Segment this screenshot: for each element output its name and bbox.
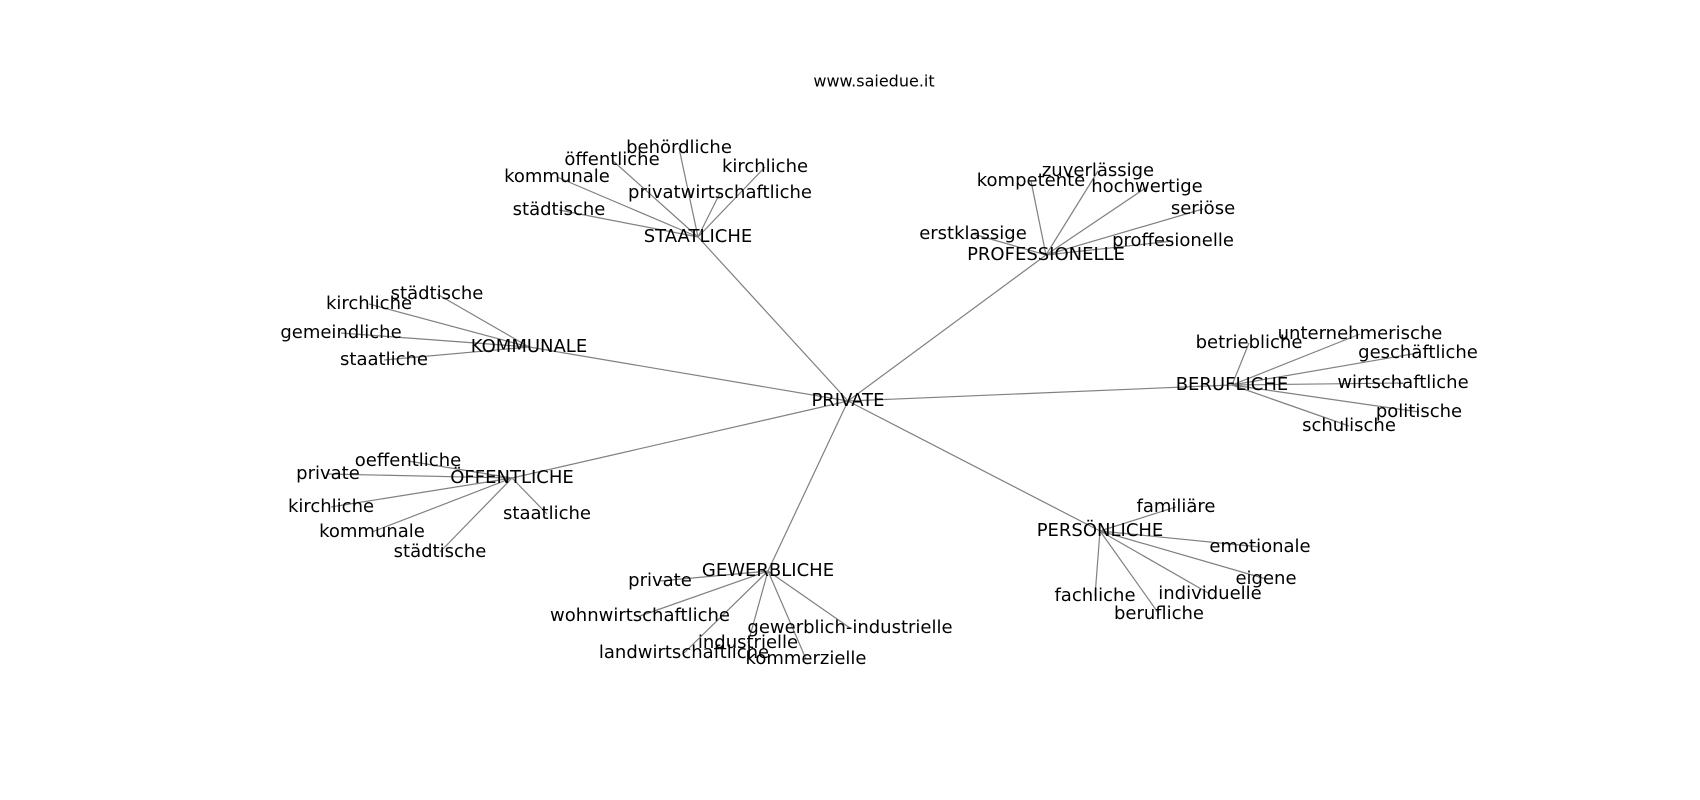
edge-professionelle-leaf-0	[1045, 170, 1099, 256]
edge-staatliche-leaf-1	[611, 159, 699, 238]
edge-oeffentliche-leaf-4	[371, 477, 513, 533]
leaf-node-professionelle-4: erstklassige	[919, 223, 1027, 244]
edge-oeffentliche-leaf-1	[327, 473, 513, 479]
edge-persoenliche-leaf-4	[1099, 530, 1211, 595]
edge-gewerbliche-leaf-3	[747, 570, 769, 644]
leaf-node-oeffentliche-0: oeffentliche	[355, 450, 461, 471]
hub-node-persoenliche: PERSÖNLICHE	[1037, 519, 1164, 541]
edge-root-berufliche	[847, 384, 1233, 402]
leaf-node-oeffentliche-4: kommunale	[319, 521, 425, 542]
leaf-node-professionelle-1: kompetente	[977, 170, 1086, 191]
leaf-node-staatliche-1: öffentliche	[564, 149, 659, 170]
leaf-node-staatliche-4: privatwirtschaftliche	[628, 182, 812, 203]
edge-kommunale-leaf-2	[340, 332, 530, 348]
leaf-node-staatliche-3: kirchliche	[722, 156, 808, 177]
leaf-node-berufliche-3: wirtschaftliche	[1337, 372, 1468, 393]
edge-berufliche-leaf-4	[1231, 384, 1420, 413]
edge-gewerbliche-leaf-0	[659, 570, 769, 582]
hub-node-professionelle: PROFESSIONELLE	[967, 244, 1125, 265]
edges-layer	[327, 147, 1420, 660]
edge-kommunale-leaf-1	[368, 303, 530, 348]
leaf-node-berufliche-2: geschäftliche	[1358, 342, 1478, 363]
leaf-node-professionelle-2: hochwertige	[1091, 176, 1202, 197]
edge-oeffentliche-leaf-3	[511, 477, 548, 515]
edge-staatliche-leaf-5	[558, 209, 699, 238]
edge-berufliche-leaf-1	[1231, 342, 1250, 386]
leaf-node-professionelle-0: zuverlässige	[1042, 160, 1154, 181]
edge-persoenliche-leaf-0	[1099, 506, 1177, 532]
edge-persoenliche-leaf-5	[1099, 530, 1160, 615]
edge-gewerbliche-leaf-4	[683, 570, 769, 654]
edge-staatliche-leaf-0	[678, 147, 699, 238]
edge-gewerbliche-leaf-5	[767, 570, 807, 660]
edge-persoenliche-leaf-1	[1099, 530, 1261, 548]
leaf-node-gewerbliche-0: private	[628, 570, 692, 591]
edge-professionelle-leaf-3	[1045, 208, 1204, 256]
hub-node-gewerbliche: GEWERBLICHE	[702, 560, 834, 581]
edge-gewerbliche-leaf-1	[639, 570, 769, 617]
edge-persoenliche-leaf-3	[1094, 530, 1101, 597]
leaf-node-kommunale-1: kirchliche	[326, 293, 412, 314]
leaf-node-persoenliche-1: emotionale	[1209, 536, 1310, 557]
leaf-node-persoenliche-3: fachliche	[1054, 585, 1135, 606]
leaf-node-berufliche-5: schulische	[1302, 415, 1396, 436]
edge-oeffentliche-leaf-5	[439, 477, 513, 553]
leaf-node-oeffentliche-1: private	[296, 463, 360, 484]
edge-berufliche-leaf-3	[1231, 382, 1404, 386]
edge-professionelle-leaf-4	[972, 233, 1047, 256]
edge-staatliche-leaf-2	[556, 176, 699, 238]
leaf-node-gewerbliche-3: industrielle	[698, 632, 798, 653]
edge-root-gewerbliche	[767, 400, 849, 572]
hub-node-staatliche: STAATLICHE	[644, 226, 753, 247]
hub-node-kommunale: KOMMUNALE	[471, 336, 587, 357]
leaf-node-berufliche-0: unternehmerische	[1278, 323, 1443, 344]
edge-root-staatliche	[697, 236, 849, 402]
edge-kommunale-leaf-0	[436, 293, 530, 348]
hub-node-oeffentliche: ÖFFENTLICHE	[450, 466, 574, 488]
edge-berufliche-leaf-2	[1231, 352, 1419, 386]
edge-root-kommunale	[528, 346, 849, 402]
leaf-node-berufliche-1: betriebliche	[1196, 332, 1303, 353]
edge-staatliche-leaf-3	[697, 166, 766, 238]
leaf-node-persoenliche-2: eigene	[1235, 568, 1296, 589]
leaf-node-berufliche-4: politische	[1376, 401, 1462, 422]
leaf-node-gewerbliche-2: gewerblich-industrielle	[747, 617, 952, 638]
edge-professionelle-leaf-2	[1045, 186, 1148, 256]
diagram-title: www.saiedue.it	[813, 72, 934, 91]
edge-berufliche-leaf-5	[1231, 384, 1350, 427]
edge-staatliche-leaf-4	[697, 192, 721, 238]
leaf-node-professionelle-5: proffesionelle	[1112, 230, 1234, 251]
edge-oeffentliche-leaf-2	[330, 477, 513, 508]
leaf-node-gewerbliche-1: wohnwirtschaftliche	[550, 605, 730, 626]
edge-oeffentliche-leaf-0	[407, 460, 513, 479]
leaf-node-oeffentliche-3: staatliche	[503, 503, 591, 524]
leaf-node-staatliche-5: städtische	[513, 199, 606, 220]
leaf-node-kommunale-3: staatliche	[340, 349, 428, 370]
leaf-node-gewerbliche-5: kommerzielle	[746, 648, 867, 669]
root-node-label: PRIVATE	[811, 390, 884, 411]
hub-node-berufliche: BERUFLICHE	[1176, 374, 1289, 395]
leaf-node-staatliche-0: behördliche	[626, 137, 732, 158]
edge-berufliche-leaf-0	[1231, 333, 1361, 386]
edge-persoenliche-leaf-2	[1099, 530, 1267, 580]
leaf-node-staatliche-2: kommunale	[504, 166, 610, 187]
leaf-node-professionelle-3: seriöse	[1171, 198, 1235, 219]
leaf-node-persoenliche-4: individuelle	[1158, 583, 1261, 604]
edge-root-oeffentliche	[511, 400, 849, 479]
edge-gewerbliche-leaf-2	[767, 570, 851, 629]
edge-professionelle-leaf-5	[1045, 240, 1174, 256]
leaf-node-kommunale-0: städtische	[391, 283, 484, 304]
leaf-node-persoenliche-5: berufliche	[1114, 603, 1204, 624]
labels-layer: PRIVATESTAATLICHEbehördlicheöffentlichek…	[280, 137, 1478, 669]
edge-root-persoenliche	[847, 400, 1101, 532]
leaf-node-kommunale-2: gemeindliche	[280, 322, 401, 343]
leaf-node-gewerbliche-4: landwirtschaftliche	[599, 642, 769, 663]
edge-professionelle-leaf-1	[1030, 180, 1047, 256]
edge-root-professionelle	[847, 254, 1047, 402]
leaf-node-oeffentliche-5: städtische	[394, 541, 487, 562]
leaf-node-oeffentliche-2: kirchliche	[288, 496, 374, 517]
leaf-node-persoenliche-0: familiäre	[1136, 496, 1215, 517]
edge-kommunale-leaf-3	[383, 346, 530, 361]
